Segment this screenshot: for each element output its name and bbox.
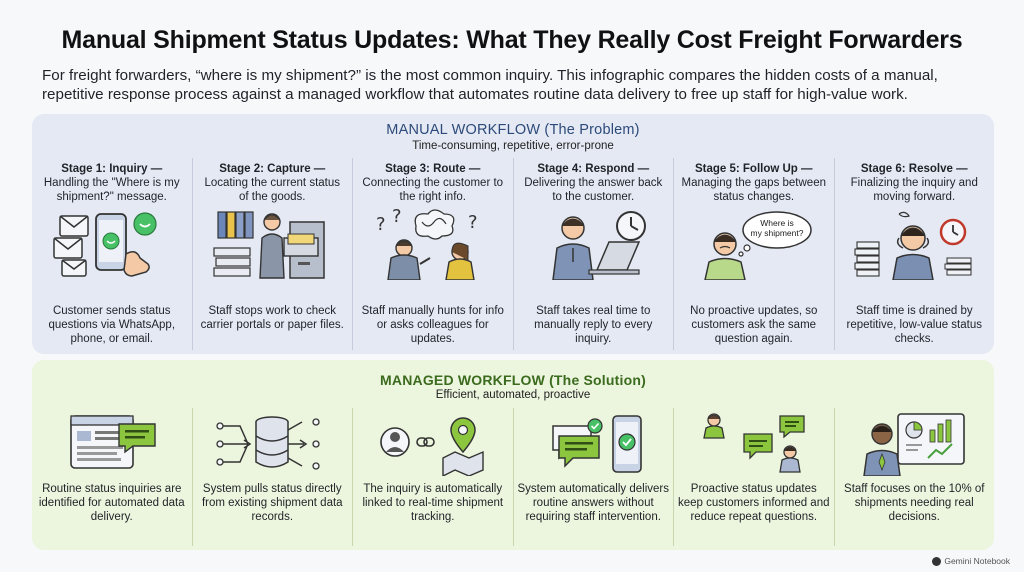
svg-text:?: ? (376, 214, 386, 235)
stage-desc: Staff manually hunts for info or asks co… (361, 305, 504, 345)
database-icon (216, 416, 320, 470)
stressed-staff-icon (854, 211, 972, 280)
stage-head: Connecting the customer to the right inf… (362, 177, 504, 203)
manual-panel-title: MANUAL WORKFLOW (The Problem) (386, 122, 640, 138)
stage-desc: Staff stops work to check carrier portal… (200, 305, 344, 331)
stage-desc: The inquiry is automatically linked to r… (362, 483, 504, 523)
staff-laptop-clock-icon (552, 211, 647, 280)
brand-name: Gemini Notebook (944, 556, 1010, 566)
managed-panel-title: MANAGED WORKFLOW (The Solution) (380, 372, 646, 388)
manual-stage-2: Stage 2: Capture — Locating the current s… (193, 158, 353, 350)
confused-colleagues-icon: ? ? ? (376, 208, 478, 280)
managed-stage-4: System automatically delivers routine an… (514, 408, 674, 546)
managed-workflow-panel: MANAGED WORKFLOW (The Solution) Efficien… (32, 360, 994, 550)
stage-label: Stage 2: Capture — (219, 163, 326, 175)
filing-cabinet-icon (213, 211, 325, 279)
manual-stage-1: Stage 1: Inquiry — Handling the "Where is… (32, 158, 193, 350)
stage-desc: No proactive updates, so customers ask t… (690, 305, 818, 345)
manual-stage-6: Stage 6: Resolve — Finalizing the inquiry… (835, 158, 995, 350)
auto-message-check-icon (552, 415, 643, 473)
manual-workflow-panel: MANUAL WORKFLOW (The Problem) Time-consu… (32, 114, 994, 354)
stage-head: Managing the gaps between status changes… (681, 177, 827, 203)
stage-label: Stage 6: Resolve — (860, 163, 968, 175)
stage-head: Locating the current status of the goods… (204, 177, 341, 203)
stage-desc: Proactive status updates keep customers … (678, 483, 830, 523)
browser-chat-icon (69, 415, 156, 469)
svg-text:?: ? (468, 212, 478, 233)
stage-head: Handling the "Where is my shipment?" mes… (43, 177, 180, 203)
manual-stage-5: Stage 5: Follow Up — Managing the gaps be… (674, 158, 835, 350)
staff-dashboard-icon (863, 413, 966, 476)
stage-label: Stage 4: Respond — (537, 163, 650, 175)
page-title: Manual Shipment Status Updates: What The… (61, 26, 963, 54)
managed-stage-3: The inquiry is automatically linked to r… (353, 408, 514, 546)
proactive-chat-icon (702, 413, 805, 473)
stage-label: Stage 5: Follow Up — (694, 163, 813, 175)
stage-desc: Staff focuses on the 10% of shipments ne… (844, 483, 985, 523)
brand-logo-icon (932, 556, 942, 566)
user-link-map-icon (379, 417, 484, 476)
svg-text:?: ? (392, 208, 402, 227)
managed-stage-2: System pulls status directly from existi… (193, 408, 353, 546)
stage-head: Finalizing the inquiry and moving forwar… (850, 177, 978, 203)
stage-desc: Staff takes real time to manually reply … (534, 305, 653, 345)
brand-footer: Gemini Notebook (932, 556, 1010, 566)
messages-phone-icon (53, 212, 157, 277)
stage-desc: Routine status inquiries are identified … (38, 483, 185, 523)
stage-label: Stage 3: Route — (385, 163, 481, 175)
managed-stage-1: Routine status inquiries are identified … (32, 408, 193, 546)
managed-stage-6: Staff focuses on the 10% of shipments ne… (835, 408, 995, 546)
stage-desc: Staff time is drained by repetitive, low… (846, 305, 982, 345)
manual-stage-4: Stage 4: Respond — Delivering the answer … (514, 158, 674, 350)
stage-head: Delivering the answer back to the custom… (524, 177, 663, 203)
stage-desc: System pulls status directly from existi… (201, 483, 343, 523)
managed-stage-5: Proactive status updates keep customers … (674, 408, 835, 546)
page-subtitle: For freight forwarders, “where is my shi… (42, 67, 938, 103)
stage-label: Stage 1: Inquiry — (61, 163, 163, 175)
managed-panel-subtitle: Efficient, automated, proactive (435, 389, 591, 401)
stage-desc: System automatically delivers routine an… (517, 483, 669, 523)
manual-stage-3: Stage 3: Route — Connecting the customer … (353, 158, 514, 350)
manual-panel-subtitle: Time-consuming, repetitive, error-prone (412, 140, 614, 152)
stage-desc: Customer sends status questions via What… (48, 305, 176, 345)
